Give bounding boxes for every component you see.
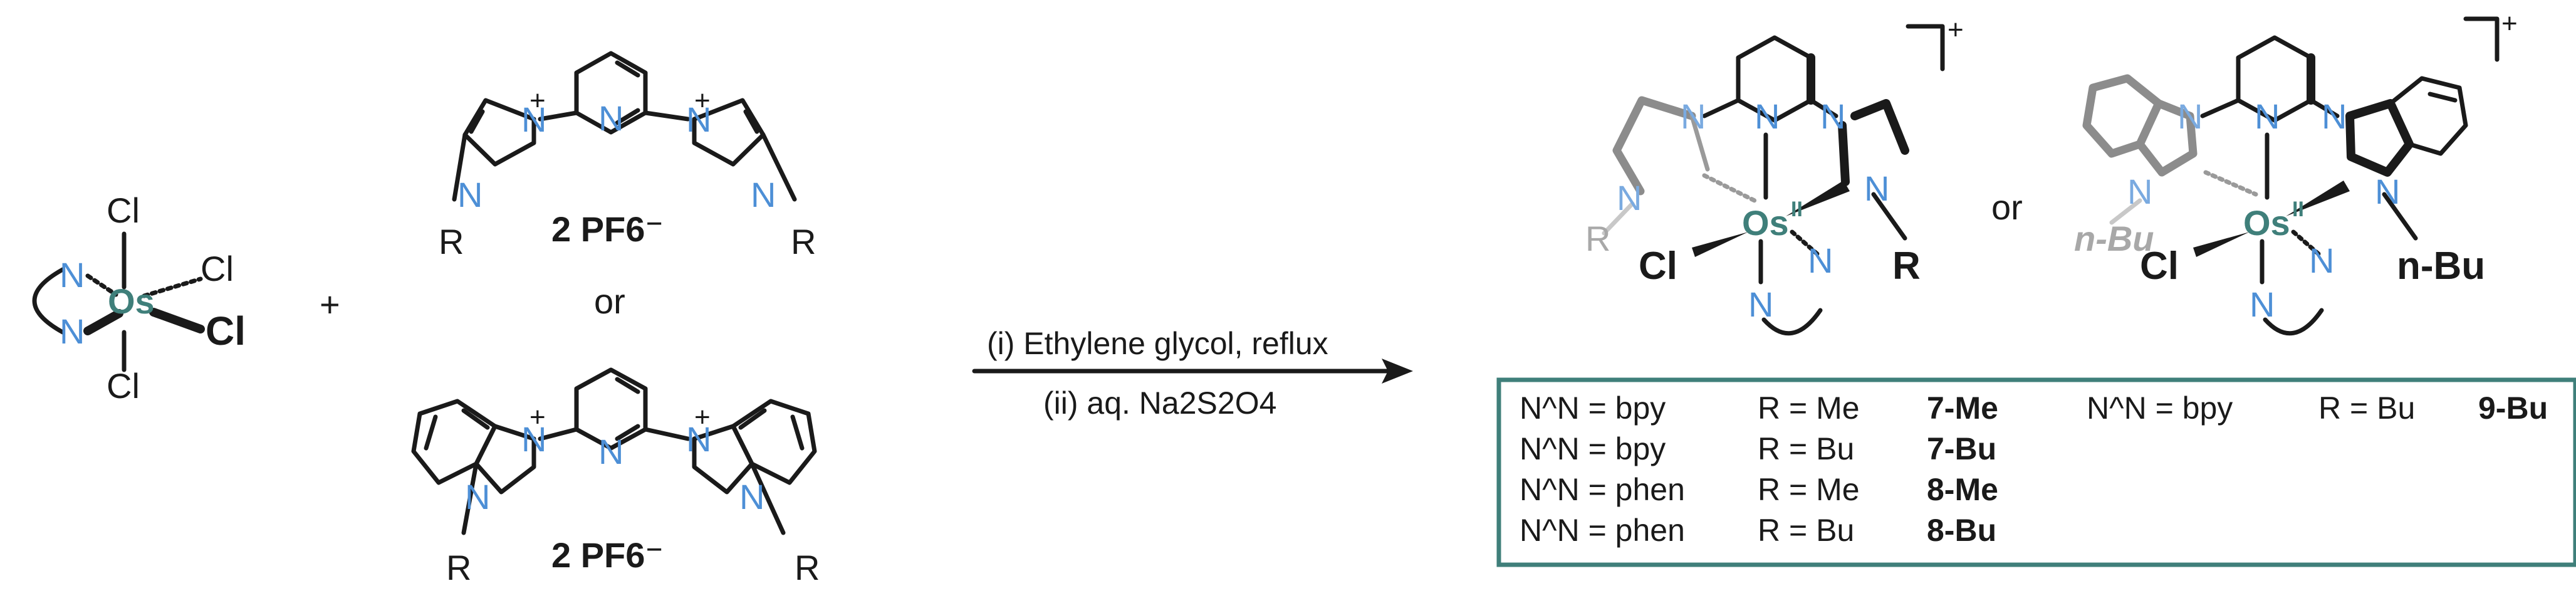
imidazolium-ligand: N + N N + N N R R 2 PF6⁻ bbox=[439, 51, 816, 261]
cl-atom: Cl bbox=[2140, 244, 2179, 288]
table-nn: N^N = bpy bbox=[2087, 391, 2233, 426]
n-atom: N bbox=[2375, 172, 2400, 211]
n-atom: N bbox=[2127, 172, 2152, 211]
table-compound: 8-Me bbox=[1927, 472, 1998, 507]
table-nn: N^N = bpy bbox=[1520, 431, 1666, 466]
plus-charge: + bbox=[529, 402, 546, 433]
n-atom: N bbox=[2322, 97, 2347, 136]
n-atom: N bbox=[60, 255, 85, 295]
table-compound: 9-Bu bbox=[2478, 391, 2548, 426]
n-atom: N bbox=[686, 419, 711, 459]
cl-atom: Cl bbox=[107, 366, 140, 406]
r-group: R bbox=[446, 548, 471, 587]
condition-step1: (i) Ethylene glycol, reflux bbox=[987, 326, 1328, 361]
n-atom: N bbox=[1755, 97, 1780, 136]
n-atom: N bbox=[1748, 285, 1773, 324]
table-r: R = Me bbox=[1758, 472, 1860, 507]
r-group: R bbox=[1892, 244, 1921, 288]
n-atom: N bbox=[1820, 97, 1845, 136]
cl-atom: Cl bbox=[201, 249, 234, 288]
reaction-arrow: (i) Ethylene glycol, reflux (ii) aq. Na2… bbox=[972, 326, 1413, 421]
table-nn: N^N = phen bbox=[1520, 472, 1685, 507]
table-nn: N^N = bpy bbox=[1520, 391, 1666, 426]
counterion: 2 PF6⁻ bbox=[551, 209, 664, 249]
plus-charge: + bbox=[2501, 8, 2518, 39]
os-atom: Os bbox=[108, 281, 155, 321]
plus-charge: + bbox=[529, 85, 546, 116]
oxidation-state: II bbox=[2292, 197, 2304, 221]
cl-atom: Cl bbox=[107, 191, 140, 230]
or-text: or bbox=[1991, 187, 2023, 227]
r-group: R bbox=[795, 548, 820, 587]
n-atom: N bbox=[1681, 97, 1706, 136]
n-atom: N bbox=[60, 312, 85, 351]
product-imidazole: N N N N N R R Os II Cl N N + bbox=[1585, 14, 1964, 336]
plus-charge: + bbox=[1948, 14, 1964, 45]
plus-sign: + bbox=[320, 285, 340, 324]
table-nn: N^N = phen bbox=[1520, 513, 1685, 548]
n-atom: N bbox=[686, 100, 711, 139]
table-compound: 8-Bu bbox=[1927, 513, 1996, 548]
n-atom: N bbox=[2250, 285, 2275, 324]
n-atom: N bbox=[598, 98, 623, 138]
n-atom: N bbox=[1808, 241, 1833, 280]
condition-step2: (ii) aq. Na2S2O4 bbox=[1043, 385, 1276, 421]
table-r: R = Me bbox=[1758, 391, 1860, 426]
n-atom: N bbox=[521, 419, 546, 459]
n-atom: N bbox=[751, 175, 776, 214]
r-group: R bbox=[439, 222, 464, 261]
os-precursor: N N Cl Os Cl Cl Cl bbox=[32, 191, 246, 406]
oxidation-state: II bbox=[1791, 197, 1803, 221]
product-benzimidazole: N N N N N n-Bu n-Bu Os II Cl N N + bbox=[2074, 8, 2518, 336]
benzimidazolium-ligand: N + N N + N N R R 2 PF6⁻ bbox=[411, 367, 820, 587]
table-r: R = Bu bbox=[2318, 391, 2415, 426]
n-atom: N bbox=[457, 175, 482, 214]
n-atom: N bbox=[521, 100, 546, 139]
n-atom: N bbox=[2177, 97, 2203, 136]
plus-charge: + bbox=[694, 85, 711, 116]
n-atom: N bbox=[1864, 169, 1889, 208]
n-atom: N bbox=[1617, 178, 1642, 218]
r-group: R bbox=[791, 222, 816, 261]
nbu-group: n-Bu bbox=[2397, 244, 2485, 288]
cl-atom: Cl bbox=[1639, 244, 1677, 288]
table-border bbox=[1496, 377, 2576, 567]
r-group: R bbox=[1585, 219, 1610, 258]
n-atom: N bbox=[739, 477, 764, 516]
cl-atom: Cl bbox=[206, 308, 246, 354]
table-compound: 7-Bu bbox=[1927, 431, 1996, 466]
n-atom: N bbox=[2309, 241, 2334, 280]
n-atom: N bbox=[598, 432, 623, 471]
counterion: 2 PF6⁻ bbox=[551, 535, 664, 575]
os-atom: Os bbox=[1742, 203, 1789, 243]
plus-charge: + bbox=[694, 402, 711, 433]
table-r: R = Bu bbox=[1758, 431, 1854, 466]
os-atom: Os bbox=[2243, 203, 2290, 243]
nbu-group: n-Bu bbox=[2074, 219, 2154, 258]
n-atom: N bbox=[465, 477, 490, 516]
compound-table: N^N = bpy R = Me 7-Me N^N = bpy R = Bu 7… bbox=[1496, 377, 2576, 567]
table-compound: 7-Me bbox=[1927, 391, 1998, 426]
n-atom: N bbox=[2255, 97, 2280, 136]
table-r: R = Bu bbox=[1758, 513, 1854, 548]
or-text: or bbox=[594, 281, 625, 321]
